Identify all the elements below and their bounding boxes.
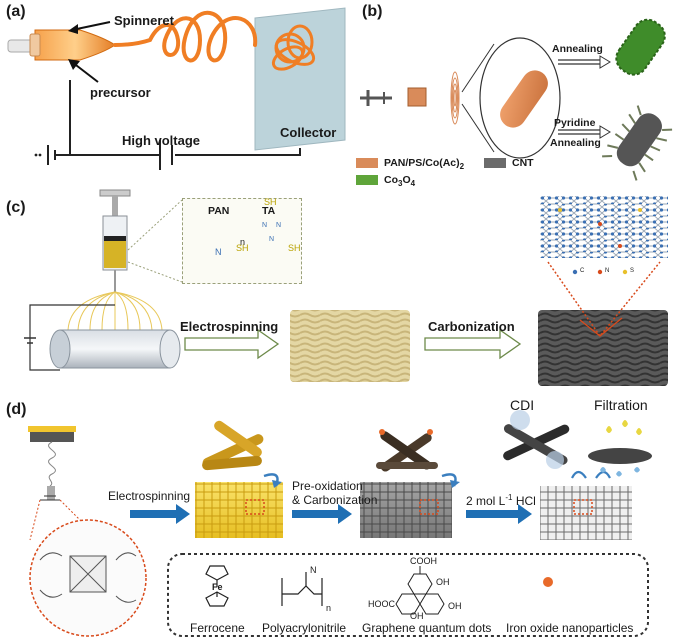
ta-n-2: N [276, 222, 282, 229]
panel-a [7, 7, 346, 170]
ta-sh-right: SH [288, 243, 301, 253]
ferrocene-icon [205, 565, 229, 607]
panel-d-label: (d) [6, 401, 27, 418]
legend-cnt: CNT [512, 157, 534, 169]
ta-sh-left: SH [236, 243, 249, 253]
cdi-label: CDI [510, 397, 535, 413]
gqd-oh-1: OH [436, 577, 450, 587]
electrospinning-label-d: Electrospinning [108, 489, 191, 503]
co3o4-fiber-product [615, 18, 666, 76]
electrospinning-label-c: Electrospinning [180, 319, 279, 334]
fiber-jet [113, 10, 258, 63]
panel-c-label: (c) [6, 199, 26, 216]
polyacrylonitrile-label: Polyacrylonitrile [262, 621, 347, 635]
panel-d [28, 410, 652, 637]
doped-graphene-lattice [540, 196, 668, 258]
electrospinning-arrow-d [130, 504, 190, 524]
rotating-collector [59, 329, 171, 369]
fiber-cone [450, 71, 460, 125]
electrospinning-fan [67, 291, 163, 331]
polyacrylonitrile-icon [281, 572, 323, 606]
annealing-top-label: Annealing [552, 43, 603, 55]
legend-swatch-pan-ps-co [356, 158, 378, 168]
gqd-cooh-top: COOH [410, 556, 437, 566]
gqd-icon [395, 566, 445, 615]
legend-co3o4: Co3O4 [384, 174, 416, 189]
gqd-cooh-left: HOOC [368, 599, 395, 609]
pyridine-label: Pyridine [554, 117, 596, 129]
gqd-oh-3: OH [410, 611, 424, 621]
pan-n-legend: N [310, 565, 317, 575]
panel-a-label: (a) [6, 3, 26, 20]
lattice-legend-s: S [630, 268, 635, 274]
panel-c [24, 189, 668, 386]
gqd-label: Graphene quantum dots [362, 621, 492, 635]
legend-swatch-co3o4 [356, 175, 378, 185]
ta-label: TA [262, 205, 276, 217]
iron-oxide-particle [543, 577, 553, 587]
collector-label: Collector [280, 125, 337, 140]
precursor-molecules [39, 552, 137, 603]
pre-oxidation-arrow [292, 504, 352, 524]
panel-b-label: (b) [362, 3, 383, 20]
zoom-lines [547, 261, 661, 338]
hcl-label: 2 mol L-1 HCl [466, 493, 536, 508]
carbonization-label-d: & Carbonization [292, 493, 378, 507]
gqd-oh-2: OH [448, 601, 462, 611]
iron-oxide-label: Iron oxide nanoparticles [506, 621, 634, 635]
spinneret-arrow [71, 21, 111, 31]
filtration-membrane [588, 420, 652, 477]
pre-oxidation-label: Pre-oxidation [292, 479, 363, 493]
spinneret-label: Spinneret [114, 13, 174, 28]
composite-fiber [500, 70, 548, 128]
lattice-legend-n: N [605, 268, 610, 274]
ta-sh-top: SH [264, 197, 277, 207]
lattice-legend-c: C [580, 268, 585, 274]
pan-nitrogen: N [215, 247, 222, 257]
carbonization-label-c: Carbonization [428, 319, 515, 334]
precursor-label: precursor [90, 85, 151, 100]
carbonization-arrow [424, 328, 522, 360]
pan-label: PAN [208, 205, 230, 217]
cdi-fiber-cross [503, 410, 570, 469]
legend-swatch-cnt [484, 158, 506, 168]
pan-sub-legend: n [326, 603, 332, 613]
ferrocene-fe: Fe [212, 582, 223, 592]
fiber-tangle [271, 24, 316, 71]
pan-ta-box [182, 198, 302, 284]
hcl-arrow [466, 504, 532, 524]
carbon-fiber-cross [376, 429, 438, 472]
pan-subscript-n: n [240, 237, 246, 247]
ferrocene-label: Ferrocene [190, 621, 245, 635]
ta-n-3: N [269, 236, 275, 243]
annealing-bottom-label: Annealing [550, 137, 601, 149]
legend-pan-ps-co: PAN/PS/Co(Ac)2 [384, 157, 465, 172]
high-voltage-label: High voltage [122, 133, 201, 148]
golden-fiber-cross [202, 420, 264, 471]
ta-n-1: N [262, 222, 268, 229]
electrospinning-arrow [184, 328, 280, 360]
spinneret-body [34, 29, 116, 61]
fiber-segment-small [407, 87, 427, 107]
filtration-label: Filtration [594, 397, 648, 413]
cnt-fiber-product [602, 105, 673, 181]
panel-b [356, 18, 673, 185]
legend-box-d [167, 553, 649, 637]
circuit-wire [55, 80, 301, 156]
